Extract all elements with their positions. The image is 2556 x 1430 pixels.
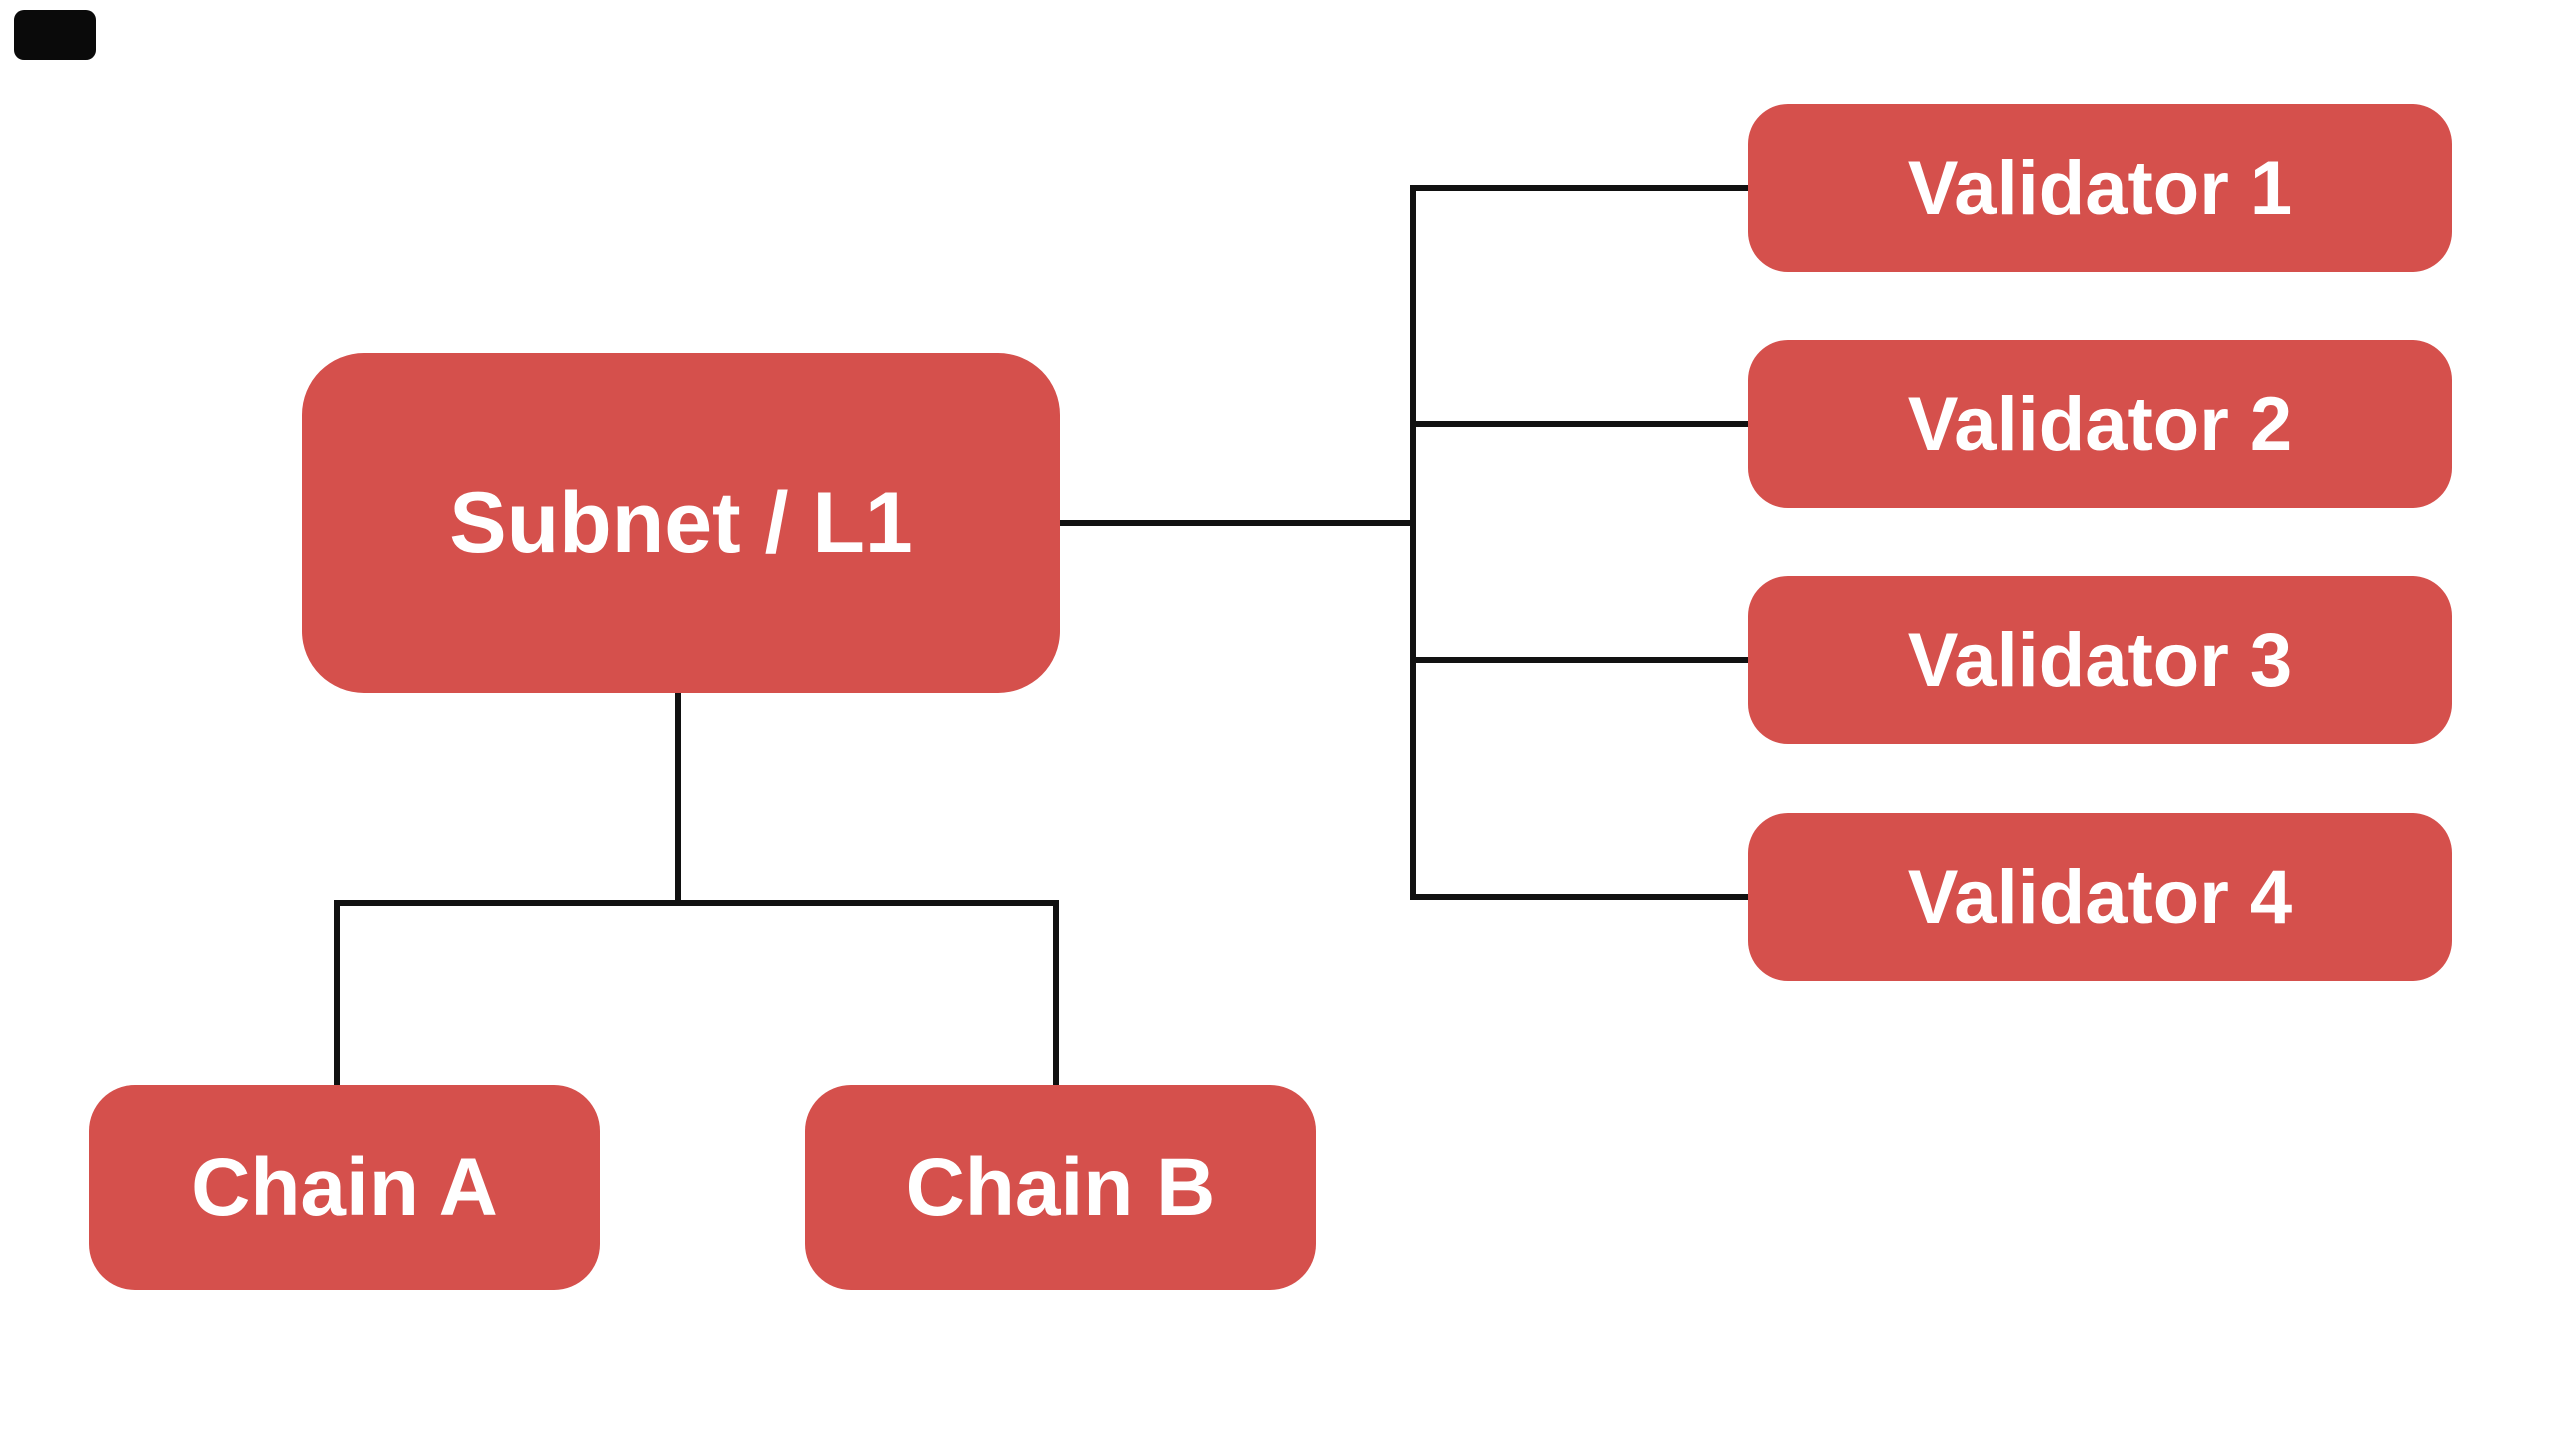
corner-marker — [14, 10, 96, 60]
node-validator-1: Validator 1 — [1748, 104, 2452, 272]
edge-validator-trunk — [1410, 185, 1416, 900]
node-validator-2-label: Validator 2 — [1907, 381, 2293, 467]
node-validator-2: Validator 2 — [1748, 340, 2452, 508]
edge-drop-chain-a — [334, 900, 340, 1085]
edge-branch-validator-1 — [1410, 185, 1748, 191]
edge-drop-chain-b — [1053, 900, 1059, 1085]
edge-branch-validator-2 — [1410, 421, 1748, 427]
node-validator-3-label: Validator 3 — [1907, 617, 2293, 703]
node-validator-1-label: Validator 1 — [1907, 145, 2293, 231]
edge-branch-validator-4 — [1410, 894, 1748, 900]
node-validator-4: Validator 4 — [1748, 813, 2452, 981]
edge-branch-validator-3 — [1410, 657, 1748, 663]
node-subnet-l1: Subnet / L1 — [302, 353, 1060, 693]
node-validator-3: Validator 3 — [1748, 576, 2452, 744]
edge-chain-rail — [334, 900, 1059, 906]
edge-subnet-down — [675, 693, 681, 903]
node-chain-a-label: Chain A — [191, 1141, 498, 1233]
node-validator-4-label: Validator 4 — [1907, 854, 2293, 940]
node-chain-b: Chain B — [805, 1085, 1316, 1290]
node-subnet-l1-label: Subnet / L1 — [449, 474, 913, 571]
node-chain-b-label: Chain B — [905, 1141, 1216, 1233]
node-chain-a: Chain A — [89, 1085, 600, 1290]
edge-subnet-to-trunk — [1060, 520, 1416, 526]
